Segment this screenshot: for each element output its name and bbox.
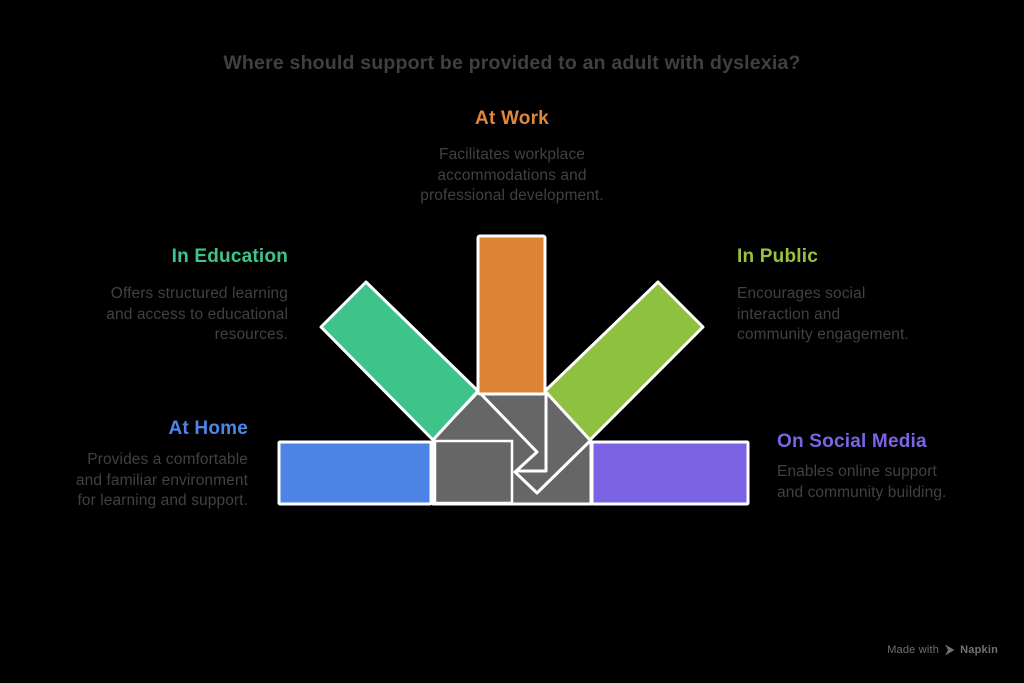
description-line: community engagement. <box>737 326 909 343</box>
at-home-band <box>277 440 433 506</box>
watermark: Made with Napkin <box>887 644 998 656</box>
description-line: Encourages social <box>737 285 866 302</box>
on-social-media-band <box>590 440 750 506</box>
in-public-label: In Public <box>737 246 818 267</box>
center-gray-square <box>433 439 514 505</box>
description-line: for learning and support. <box>77 492 248 509</box>
on-social-media-description: Enables online support and community bui… <box>777 462 1017 503</box>
watermark-prefix: Made with <box>887 644 940 656</box>
description-line: professional development. <box>420 187 604 204</box>
on-social-media-label: On Social Media <box>777 431 927 452</box>
description-line: Facilitates workplace <box>439 146 585 163</box>
at-home-label: At Home <box>168 418 248 439</box>
description-line: accommodations and <box>437 166 587 184</box>
in-public-band <box>543 280 705 442</box>
description-line: and access to educational <box>106 305 288 323</box>
in-public-description: Encourages social interaction and commun… <box>737 284 1017 346</box>
at-work-description: Facilitates workplace accommodations and… <box>0 145 1024 207</box>
in-education-band <box>319 280 480 442</box>
page-title: Where should support be provided to an a… <box>223 52 801 74</box>
description-line: resources. <box>214 326 288 343</box>
watermark-brand: Napkin <box>960 644 998 656</box>
at-work-band <box>476 234 547 396</box>
arrow-column-outline <box>515 390 548 473</box>
napkin-logo-icon <box>945 644 955 656</box>
description-line: and familiar environment <box>75 471 248 489</box>
description-line: Provides a comfortable <box>87 451 248 468</box>
at-work-label: At Work <box>475 108 549 129</box>
description-line: and community building. <box>777 483 947 501</box>
description-line: interaction and <box>737 305 841 323</box>
description-line: Enables online support <box>777 463 937 480</box>
in-education-description: Offers structured learning and access to… <box>0 284 288 346</box>
arrow-chevron-outline <box>477 390 592 495</box>
at-home-description: Provides a comfortable and familiar envi… <box>0 450 248 512</box>
in-education-label: In Education <box>171 246 288 267</box>
description-line: Offers structured learning <box>110 285 288 302</box>
